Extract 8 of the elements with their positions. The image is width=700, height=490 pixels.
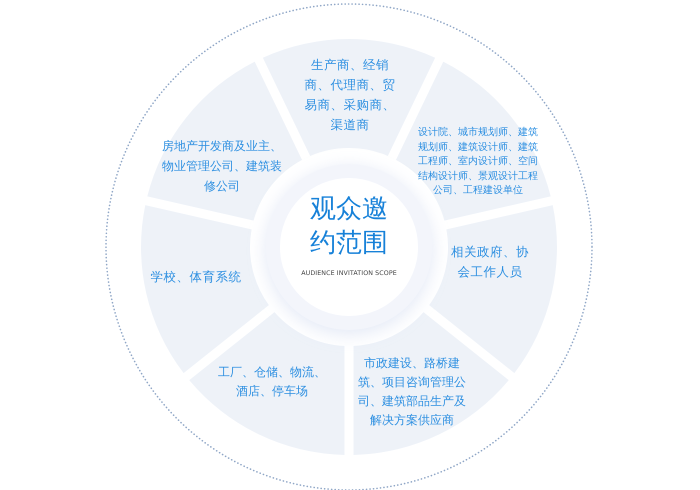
sector-label: 设计院、城市规划师、建筑规划师、建筑设计师、建筑工程师、室内设计师、空间结构设计师、景观设计工程公司、工程建设单位 (417, 126, 539, 198)
sector-label: 房地产开发商及业主、物业管理公司、建筑装修公司 (161, 138, 283, 195)
sector-label: 市政建设、路桥建筑、项目咨询管理公司、建筑部品生产及解决方案供应商 (357, 355, 467, 429)
sector-label: 相关政府、协会工作人员 (450, 243, 530, 281)
hub-title: 观众邀约范围 (309, 193, 389, 260)
sector-label: 学校、体育系统 (150, 268, 242, 286)
sector-label: 生产商、经销商、代理商、贸易商、采购商、渠道商 (304, 56, 396, 134)
sector-label: 工厂、仓储、物流、酒店、停车场 (217, 364, 327, 400)
